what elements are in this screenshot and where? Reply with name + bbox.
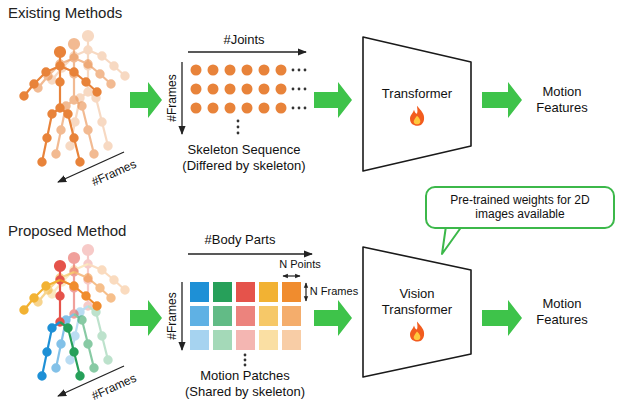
output-label: Motion Features	[527, 84, 597, 115]
dimension-label: N Points	[279, 258, 321, 271]
dimension-label: N Frames	[310, 285, 358, 298]
output-label: Motion Features	[527, 296, 597, 327]
flame-inner	[414, 332, 421, 341]
trapezoid-outline	[362, 36, 472, 172]
caption: (Shared by skeleton)	[185, 384, 305, 400]
block-name: Vision Transformer	[377, 286, 457, 317]
axis-label: #Frames	[89, 157, 138, 190]
axis-label: #Body Parts	[205, 232, 276, 248]
caption: Motion Patches	[200, 368, 290, 384]
section-heading: Existing Methods	[8, 4, 122, 22]
flame-outer	[410, 106, 424, 126]
flame-inner	[414, 116, 421, 125]
caption: Skeleton Sequence	[188, 142, 301, 158]
callout-text: Pre-trained weights for 2D images availa…	[439, 193, 601, 222]
transformer-block: Transformer	[362, 36, 472, 172]
axis-label: #Frames	[165, 74, 179, 121]
fire-icon	[410, 106, 424, 126]
caption: (Differed by skeleton)	[182, 158, 305, 174]
transformer-block: Vision Transformer	[362, 246, 472, 378]
trapezoid-shape	[363, 247, 471, 377]
block-name: Transformer	[382, 86, 452, 102]
flame-outer	[410, 322, 424, 342]
axis-label: #Joints	[223, 32, 264, 48]
callout-bubble: Pre-trained weights for 2D images availa…	[425, 186, 615, 229]
section-heading: Proposed Method	[8, 222, 126, 240]
axis-label: #Frames	[89, 371, 138, 404]
trapezoid-shape	[363, 37, 471, 171]
fire-icon	[410, 322, 424, 342]
axis-label: #Frames	[165, 292, 179, 339]
